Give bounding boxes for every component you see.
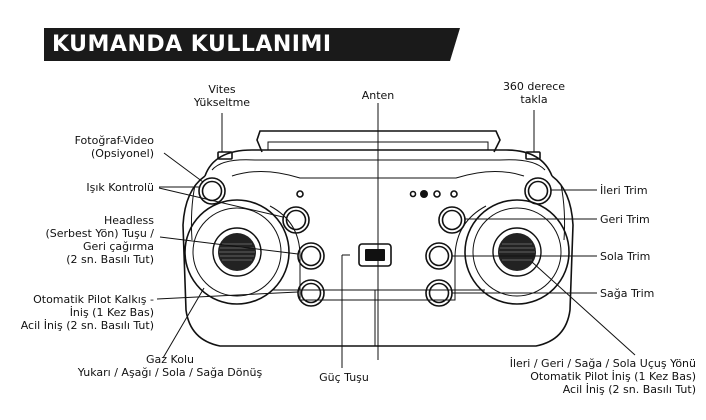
label-sola-trim: Sola Trim <box>600 250 651 263</box>
label-360-derece: 360 derece takla <box>502 80 566 106</box>
label-headless: Headless (Serbest Yön) Tuşu / Geri çağır… <box>45 214 154 266</box>
title-banner: KUMANDA KULLANIMI <box>44 28 460 61</box>
label-isik-kontrolu: Işık Kontrolü <box>86 181 154 194</box>
flip-shoulder-button <box>525 151 541 160</box>
led-1 <box>409 190 417 198</box>
right-stick-ring <box>464 199 570 305</box>
label-ucus-yonu: İleri / Geri / Sağa / Sola Uçuş Yönü Oto… <box>509 357 696 396</box>
label-foto-video: Fotoğraf-Video (Opsiyonel) <box>74 134 154 160</box>
label-vites: Vites Yükseltme <box>193 83 251 109</box>
led-4 <box>450 190 458 198</box>
led-2 <box>420 190 428 198</box>
led-3 <box>433 190 441 198</box>
power-switch <box>358 243 392 267</box>
vites-shoulder-button <box>217 151 233 160</box>
controller-top <box>204 149 553 177</box>
label-guc-tusu: Güç Tuşu <box>319 371 369 384</box>
left-stick-ring <box>184 199 290 305</box>
label-otomatik-pilot: Otomatik Pilot Kalkış - İniş (1 Kez Bas)… <box>20 293 154 332</box>
leader-lines <box>156 103 636 368</box>
label-geri-trim: Geri Trim <box>600 213 650 226</box>
label-ileri-trim: İleri Trim <box>600 184 648 197</box>
label-gaz-kolu: Gaz Kolu Yukarı / Aşağı / Sola / Sağa Dö… <box>77 353 263 379</box>
label-anten: Anten <box>361 89 395 102</box>
power-switch-knob <box>365 249 385 261</box>
label-saga-trim: Sağa Trim <box>600 287 655 300</box>
led-left <box>296 190 304 198</box>
page-title: KUMANDA KULLANIMI <box>52 32 332 57</box>
